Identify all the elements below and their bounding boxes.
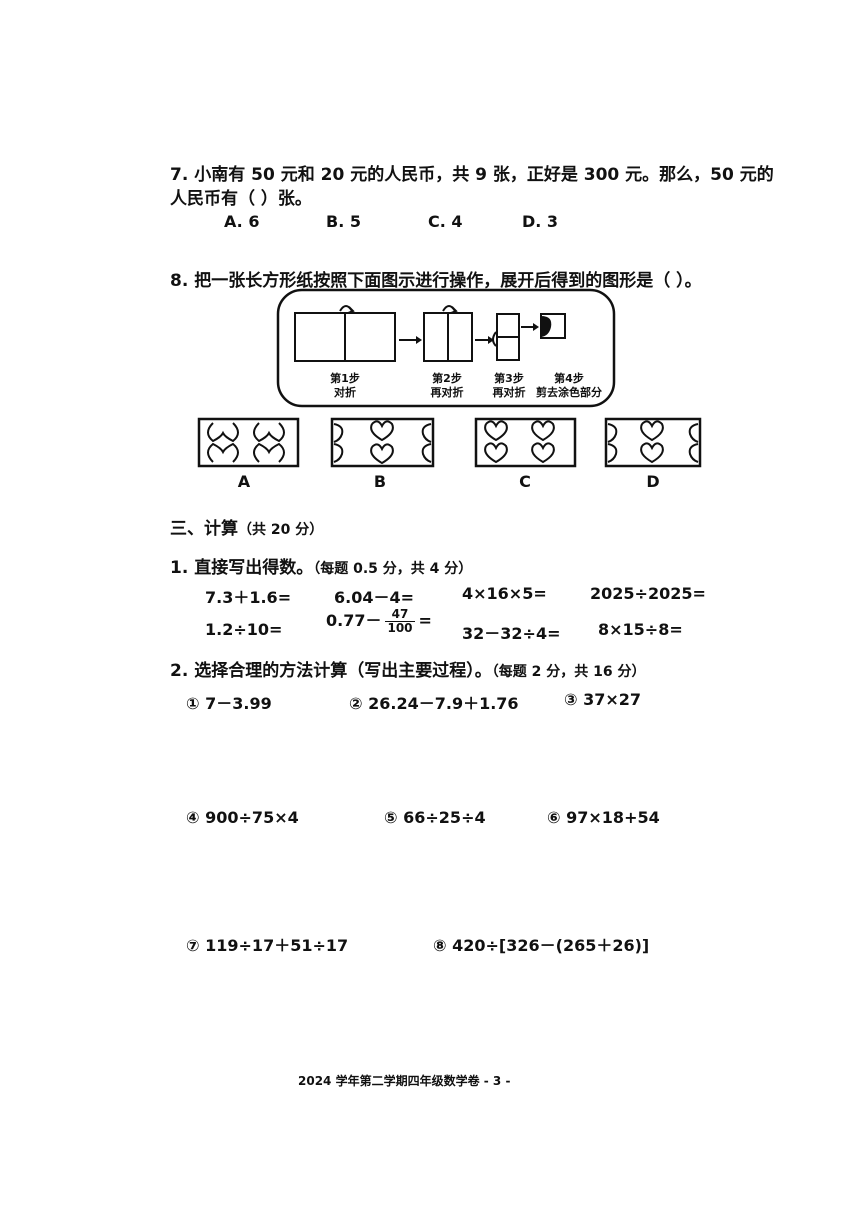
- calc-2-1: 1.2÷10=: [205, 620, 283, 639]
- q8-text: 8. 把一张长方形纸按照下面图示进行操作，展开后得到的图形是（ ）。: [170, 271, 702, 291]
- problem-4: ④ 900÷75×4: [186, 808, 299, 827]
- folding-diagram: [197, 288, 702, 468]
- answer-b-label: B: [373, 472, 387, 491]
- problem-1: ① 7－3.99: [186, 694, 272, 713]
- calc-1-2: 6.04－4=: [334, 588, 415, 607]
- section-3-score: （共 20 分）: [238, 522, 324, 538]
- problem-8: ⑧ 420÷[326－(265＋26)]: [433, 936, 650, 955]
- part1-heading: 1. 直接写出得数。（每题 0.5 分，共 4 分）: [170, 553, 472, 578]
- step2-caption: 第2步再对折: [430, 372, 464, 399]
- step3-caption: 第3步再对折: [492, 372, 526, 399]
- part2-title: 2. 选择合理的方法计算（写出主要过程）。: [170, 661, 492, 681]
- fraction-denominator: 100: [387, 621, 413, 635]
- part1-score: （每题 0.5 分，共 4 分）: [313, 561, 473, 577]
- fraction-numerator: 47: [385, 608, 415, 622]
- page-footer: 2024 学年第二学期四年级数学卷 - 3 -: [298, 1074, 511, 1088]
- calc-1-1: 7.3＋1.6=: [205, 588, 292, 607]
- q7-option-d: D. 3: [522, 212, 559, 231]
- part2-score: （每题 2 分，共 16 分）: [491, 664, 646, 680]
- part2-heading: 2. 选择合理的方法计算（写出主要过程）。（每题 2 分，共 16 分）: [170, 656, 645, 681]
- q7-option-b: B. 5: [326, 212, 361, 231]
- calc-2-3: 32－32÷4=: [462, 624, 561, 643]
- problem-5: ⑤ 66÷25÷4: [384, 808, 486, 827]
- q7-line1: 7. 小南有 50 元和 20 元的人民币，共 9 张，正好是 300 元。那么…: [170, 165, 774, 185]
- calc-1-3: 4×16×5=: [462, 584, 547, 603]
- calc-2-2-lead: 0.77－: [326, 611, 382, 630]
- section-3-heading: 三、计算（共 20 分）: [170, 514, 323, 539]
- calc-2-2-equals: =: [418, 611, 432, 630]
- answer-c-label: C: [519, 472, 531, 491]
- problem-7: ⑦ 119÷17＋51÷17: [186, 936, 349, 955]
- part1-title: 1. 直接写出得数。: [170, 558, 314, 578]
- problem-2: ② 26.24－7.9＋1.76: [349, 694, 519, 713]
- problem-3: ③ 37×27: [564, 690, 642, 709]
- q7-option-c: C. 4: [428, 212, 463, 231]
- calc-2-4: 8×15÷8=: [598, 620, 683, 639]
- calc-1-4: 2025÷2025=: [590, 584, 706, 603]
- q7-option-a: A. 6: [224, 212, 260, 231]
- answer-d-label: D: [646, 472, 660, 491]
- answer-a-label: A: [237, 472, 251, 491]
- step4-caption: 第4步剪去涂色部分: [536, 372, 602, 399]
- section-3-title: 三、计算: [170, 519, 238, 539]
- step1-caption: 第1步对折: [330, 372, 360, 399]
- q7-line2: 人民币有（ ）张。: [170, 189, 312, 209]
- problem-6: ⑥ 97×18+54: [547, 808, 660, 827]
